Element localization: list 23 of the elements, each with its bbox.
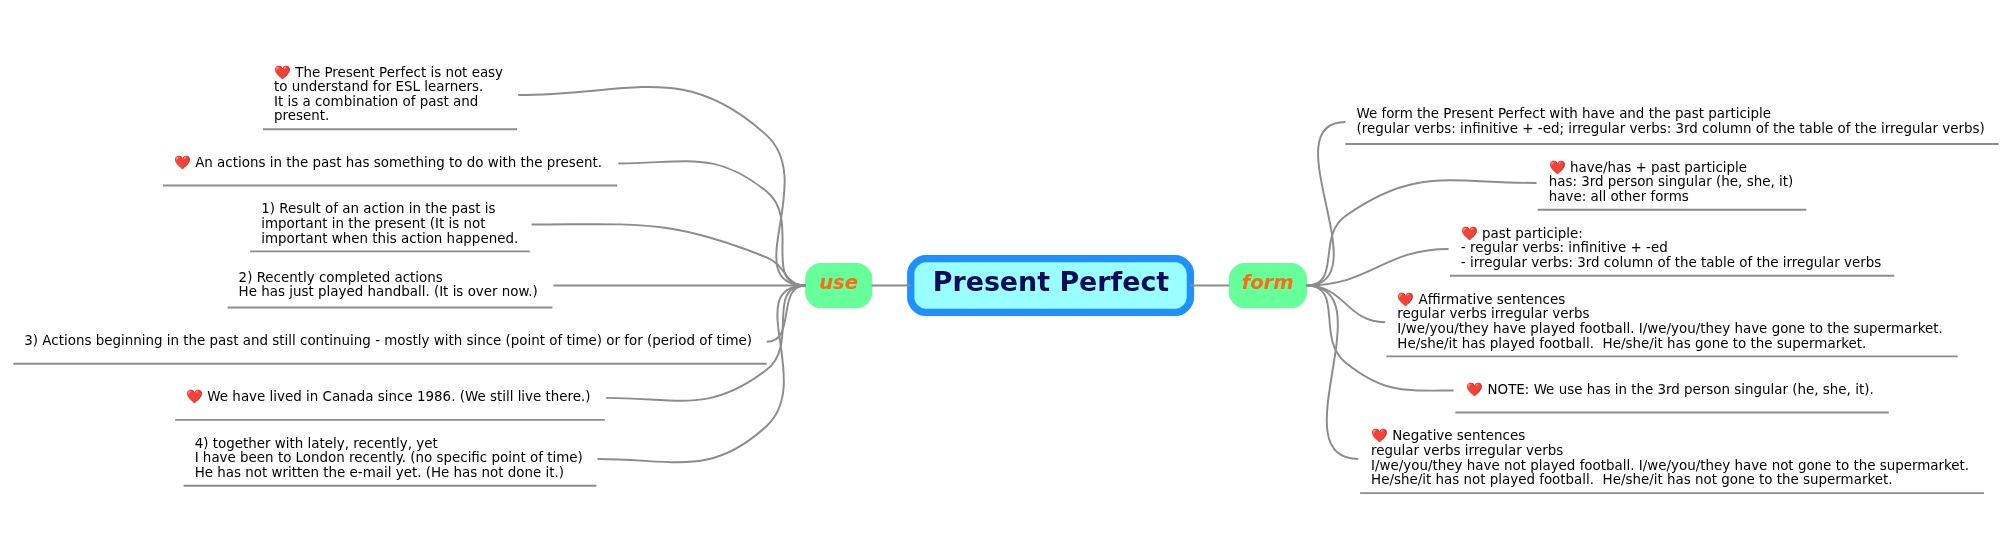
connector [1189, 284, 1231, 287]
node-text: ❤ The Present Perfect is not easy to understand for ESL learners. It is a combination of past and present. [274, 64, 504, 123]
connector [870, 284, 912, 287]
node-text: ❤ We have lived in Canada since 1986. (We still live there.) [186, 388, 591, 404]
connector [1305, 178, 1538, 287]
node-box: form [1228, 262, 1307, 308]
node-text: ❤ Affirmative sentences regular verbs irregular verbs I/we/you/they have played football. I/we/you/they have gone to the supermarket. He/she/it has played football. He/she/it has gone to the supermarket. [1397, 291, 1943, 351]
node-text: 3) Actions beginning in the past and still continuing - mostly with since (point of time) or for (period of time) [24, 332, 753, 348]
node-text: ❤ An actions in the past has something to do with the present. [173, 154, 603, 170]
connector [530, 222, 807, 287]
connector [517, 85, 807, 287]
node-box: Present Perfect [907, 254, 1195, 316]
node-text: We form the Present Perfect with have and the past participle (regular verbs: infinitive + -ed; irregular verbs: 3rd column of the table of the irregular verbs) [1356, 105, 1985, 136]
node-box: use [805, 262, 873, 308]
node-text: 4) together with lately, recently, yet I have been to London recently. (no specific point of time) He has not written the e-mail yet. (He has not done it.) [194, 435, 583, 480]
node-text: ❤ past participle: - regular verbs: infinitive + -ed - irregular verbs: 3rd column of the table of the irregular verbs [1460, 225, 1882, 270]
node-text: ❤ have/has + past participle has: 3rd person singular (he, she, it) have: all other forms [1548, 159, 1794, 204]
node-text: 2) Recently completed actions He has just played handball. (It is over now.) [238, 269, 538, 299]
node-text: ❤ Negative sentences regular verbs irregular verbs I/we/you/they have not played football. I/we/you/they have not gone to the supermarket. He/she/it has not played football. He/she/it has not gone to the supermarket. [1371, 427, 1970, 487]
connector [1305, 247, 1450, 287]
connector [1305, 284, 1360, 460]
node-text: ❤ NOTE: We use has in the 3rd person singular (he, she, it). [1466, 381, 1874, 397]
node-text: 1) Result of an action in the past is important in the present (It is not important when this action happened. [261, 200, 519, 246]
